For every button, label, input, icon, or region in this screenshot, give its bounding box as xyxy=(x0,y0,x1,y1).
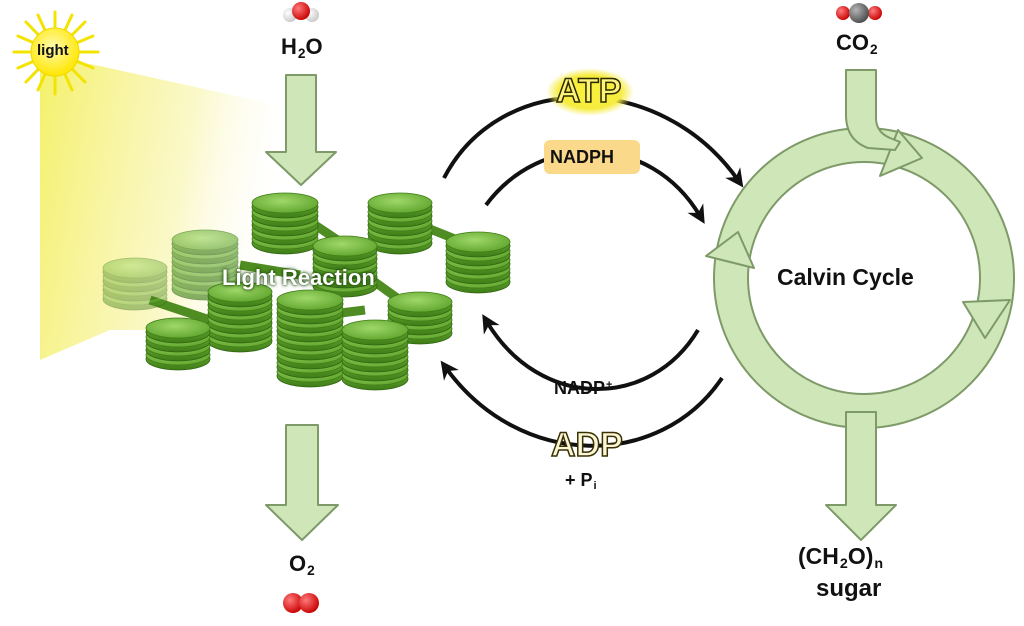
adp-return-arrow xyxy=(440,360,724,448)
nadp-label: NADP+ xyxy=(554,378,612,399)
oxygen-label: O2 xyxy=(289,551,315,578)
oxygen-subscript: 2 xyxy=(307,562,315,578)
atp-glow xyxy=(546,68,634,116)
thylakoid-disc-top xyxy=(387,291,453,313)
sugar-formula-sub1: 2 xyxy=(839,555,848,572)
nadp-text: NADP xyxy=(554,378,606,398)
oxygen-molecule-icon xyxy=(283,593,319,613)
nadp-return-arrow xyxy=(482,314,700,391)
thylakoid-disc-top xyxy=(207,281,273,303)
thylakoid-disc-top xyxy=(445,231,511,253)
sugar-formula-label: (CH2O)n xyxy=(798,543,883,572)
water-suffix: O xyxy=(305,34,323,59)
sugar-formula-open: (CH xyxy=(798,543,839,569)
co2-prefix: CO xyxy=(836,30,869,55)
nadp-superscript: + xyxy=(606,379,613,392)
phosphate-label: + Pi xyxy=(565,470,597,492)
light-reaction-label: Light Reaction xyxy=(222,265,375,290)
granum-stack xyxy=(251,192,319,255)
water-molecule-icon xyxy=(283,2,319,22)
co2-input-arrow xyxy=(845,69,901,151)
atp-label: ATP xyxy=(555,71,622,111)
granum-stack xyxy=(171,229,239,301)
granum-stack xyxy=(145,317,211,371)
water-prefix: H xyxy=(281,34,297,59)
co2-subscript: 2 xyxy=(870,41,878,57)
granum-stack xyxy=(102,257,168,311)
phosphate-subscript: i xyxy=(593,480,597,493)
granum-stack xyxy=(341,319,409,391)
granum-stack xyxy=(207,281,273,353)
nadph-label: NADPH xyxy=(550,147,615,167)
sugar-output-arrow xyxy=(825,411,897,541)
thylakoid-disc-top xyxy=(341,319,409,341)
thylakoid-grana xyxy=(102,192,511,391)
cycle-arrowhead-left xyxy=(705,231,755,269)
granum-stack xyxy=(445,231,511,294)
co2-label: CO2 xyxy=(836,30,878,57)
granum-stack xyxy=(312,235,378,298)
water-input-arrow xyxy=(265,74,337,186)
thylakoid-disc-top xyxy=(367,192,433,214)
thylakoid-disc-top xyxy=(276,289,344,311)
thylakoid-disc-top xyxy=(145,317,211,339)
thylakoid-disc-top xyxy=(171,229,239,251)
thylakoid-disc-top xyxy=(251,192,319,214)
thylakoid-disc-top xyxy=(312,235,378,257)
sugar-formula-close: O) xyxy=(847,543,874,569)
thylakoid-disc-top xyxy=(102,257,168,279)
cycle-arrowhead-top xyxy=(879,129,923,177)
phosphate-prefix: + P xyxy=(565,470,593,490)
sun-icon xyxy=(12,10,100,96)
granum-stack xyxy=(276,289,344,388)
light-label: light xyxy=(37,42,69,59)
sugar-name-label: sugar xyxy=(816,575,882,602)
oxygen-output-arrow xyxy=(265,424,339,541)
water-subscript: 2 xyxy=(297,45,306,61)
nadph-box xyxy=(544,140,640,174)
stroma-lamella xyxy=(239,260,301,280)
sugar-formula-sub2: n xyxy=(874,555,884,572)
co2-molecule-icon xyxy=(836,3,882,23)
calvin-cycle-label: Calvin Cycle xyxy=(777,264,914,290)
cycle-arrowhead-right xyxy=(962,299,1011,339)
water-label: H2O xyxy=(281,34,323,61)
oxygen-prefix: O xyxy=(289,551,307,576)
granum-stack xyxy=(367,192,433,255)
adp-label: ADP xyxy=(550,425,623,465)
